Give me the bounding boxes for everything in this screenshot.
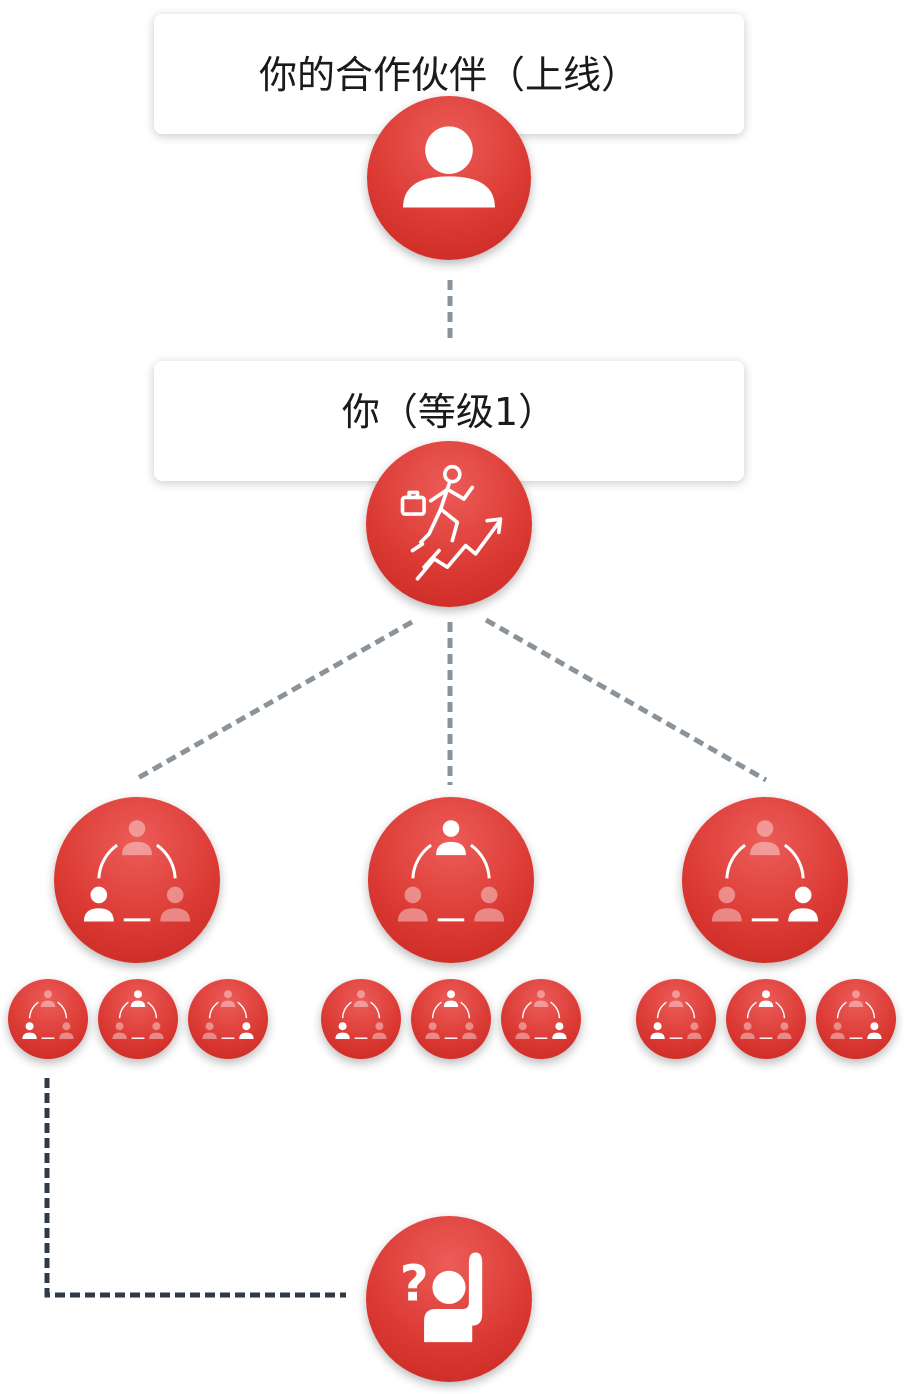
- raised-hand-question-icon: ?: [400, 1252, 483, 1343]
- team-circle-icon: [711, 820, 819, 922]
- you-node: [366, 441, 532, 607]
- you-label: 你（等级1）: [341, 390, 557, 434]
- connector-you-right: [484, 617, 768, 783]
- person-icon: [403, 126, 495, 208]
- connector-you-left: [136, 619, 414, 781]
- team-circle-icon: [425, 990, 477, 1039]
- team-circle-icon: [830, 990, 882, 1039]
- upline-node: [367, 96, 531, 260]
- sub-team-node-6: [501, 979, 581, 1059]
- team-node-3: [682, 797, 848, 963]
- team-circle-icon: [112, 990, 164, 1039]
- team-circle-icon: [515, 990, 567, 1039]
- you-label-box: 你（等级1）: [154, 361, 744, 481]
- svg-text:?: ?: [400, 1255, 429, 1313]
- sub-team-node-9: [816, 979, 896, 1059]
- team-node-2: [368, 797, 534, 963]
- team-node-1: [54, 797, 220, 963]
- team-circle-icon: [397, 820, 505, 922]
- question-node: ?: [366, 1216, 532, 1382]
- sub-team-node-7: [636, 979, 716, 1059]
- upline-label: 你的合作伙伴（上线）: [258, 53, 639, 97]
- team-circle-icon: [335, 990, 387, 1039]
- team-circle-icon: [83, 820, 191, 922]
- sub-team-node-4: [321, 979, 401, 1059]
- team-circle-icon: [22, 990, 74, 1039]
- sub-team-node-2: [98, 979, 178, 1059]
- sub-team-node-3: [188, 979, 268, 1059]
- sub-team-node-1: [8, 979, 88, 1059]
- climbing-businessman-icon: [400, 464, 503, 581]
- team-circle-icon: [202, 990, 254, 1039]
- connector-to-question: [44, 1078, 346, 1298]
- sub-team-node-8: [726, 979, 806, 1059]
- sub-team-node-5: [411, 979, 491, 1059]
- team-circle-icon: [650, 990, 702, 1039]
- team-circle-icon: [740, 990, 792, 1039]
